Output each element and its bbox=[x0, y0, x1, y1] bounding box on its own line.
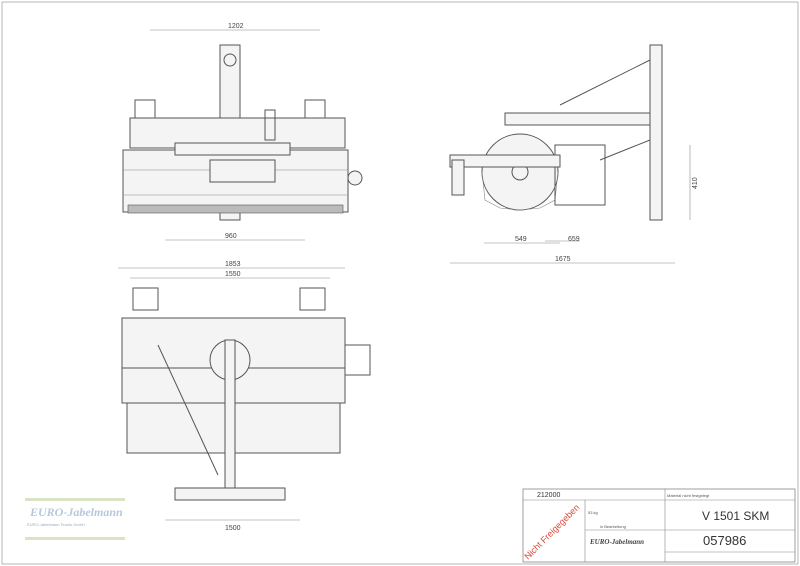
drawing-number: 057986 bbox=[703, 533, 746, 548]
dim-top-bottom: 1500 bbox=[225, 525, 241, 532]
dim-side-total: 1675 bbox=[555, 256, 571, 263]
dim-side-right: 659 bbox=[568, 236, 580, 243]
dim-front-bottom: 960 bbox=[225, 233, 237, 240]
title-block: 212000 53 kg in Bearbeitung Material nic… bbox=[522, 488, 796, 563]
company-logo: EURO-Jabelmann bbox=[589, 538, 644, 546]
order-number: 212000 bbox=[537, 492, 560, 499]
watermark-brand: EURO-Jabelmann bbox=[29, 505, 123, 519]
dim-top-overall: 1853 bbox=[225, 261, 241, 268]
dim-side-height: 410 bbox=[692, 177, 699, 189]
dim-front-top: 1202 bbox=[228, 23, 244, 30]
watermark-company: EURO-Jabelmann Teunis GmbH bbox=[27, 522, 85, 527]
dim-top-inner: 1550 bbox=[225, 271, 241, 278]
material: Material nicht festgelegt bbox=[667, 493, 710, 498]
top-view: 1853 1550 1500 bbox=[118, 261, 371, 532]
watermark: EURO-Jabelmann EURO-Jabelmann Teunis Gmb… bbox=[25, 498, 125, 540]
side-view: 410 549 659 1675 bbox=[449, 44, 699, 264]
front-view: 1202 960 bbox=[122, 23, 363, 241]
status: in Bearbeitung bbox=[600, 524, 626, 529]
weight: 53 kg bbox=[588, 510, 598, 515]
part-name: V 1501 SKM bbox=[702, 509, 769, 523]
dim-side-left: 549 bbox=[515, 236, 527, 243]
